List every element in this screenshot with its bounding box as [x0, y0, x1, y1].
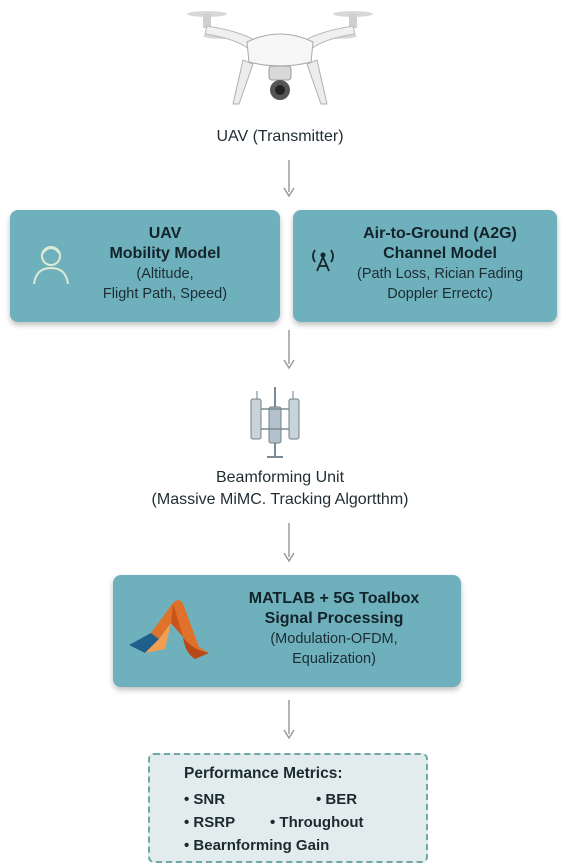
channel-model-box: Air-to-Ground (A2G) Channel Model (Path … [293, 210, 557, 322]
arrow-down-icon [283, 330, 295, 370]
beamforming-line1: Beamforming Unit [215, 469, 345, 486]
matlab-title-line2: Signal Processing [264, 610, 404, 627]
mobility-title-line2: Mobility Model [109, 245, 221, 262]
metric-throughput: • Throughout [270, 814, 364, 831]
channel-title-line2: Channel Model [383, 245, 497, 262]
drone-icon [187, 11, 373, 105]
performance-metrics-box: Performance Metrics: • SNR • BER • RSRP … [148, 753, 428, 863]
metric-beamforming-gain: • Bearnforming Gain [184, 837, 330, 854]
mobility-title-line1: UAV [148, 225, 182, 242]
metric-ber: • BER [316, 791, 358, 808]
channel-sub-line2: Doppler Errectc) [387, 286, 493, 302]
channel-sub-line1: (Path Loss, Rician Fading [356, 266, 524, 282]
tower-icon [250, 387, 300, 458]
arrow-down-icon [283, 160, 295, 198]
matlab-signal-processing-box: MATLAB + 5G Toalbox Signal Processing (M… [113, 575, 461, 687]
matlab-logo-icon [129, 600, 209, 659]
antenna-icon [312, 249, 334, 272]
uav-transmitter-label: UAV (Transmitter) [216, 128, 344, 145]
beamforming-line2: (Massive MiMC. Tracking Algortthm) [151, 491, 409, 508]
person-icon [33, 246, 69, 285]
beamforming-unit-label: Beamforming Unit (Massive MiMC. Tracking… [80, 467, 480, 511]
matlab-title-line1: MATLAB + 5G Toalbox [248, 590, 420, 607]
metric-snr: • SNR [184, 791, 226, 808]
mobility-sub-line2: Flight Path, Speed) [102, 286, 228, 302]
channel-title-line1: Air-to-Ground (A2G) [363, 225, 517, 242]
metric-rsrp: • RSRP [184, 814, 236, 831]
arrow-down-icon [283, 700, 295, 740]
matlab-sub-line2: Equalization) [292, 651, 376, 667]
metrics-title: Performance Metrics: [184, 765, 343, 782]
arrow-down-icon [283, 523, 295, 563]
mobility-sub-line1: (Altitude, [136, 266, 194, 282]
matlab-sub-line1: (Modulation-OFDM, [270, 631, 398, 647]
mobility-model-box: UAV Mobility Model (Altitude, Flight Pat… [10, 210, 280, 322]
